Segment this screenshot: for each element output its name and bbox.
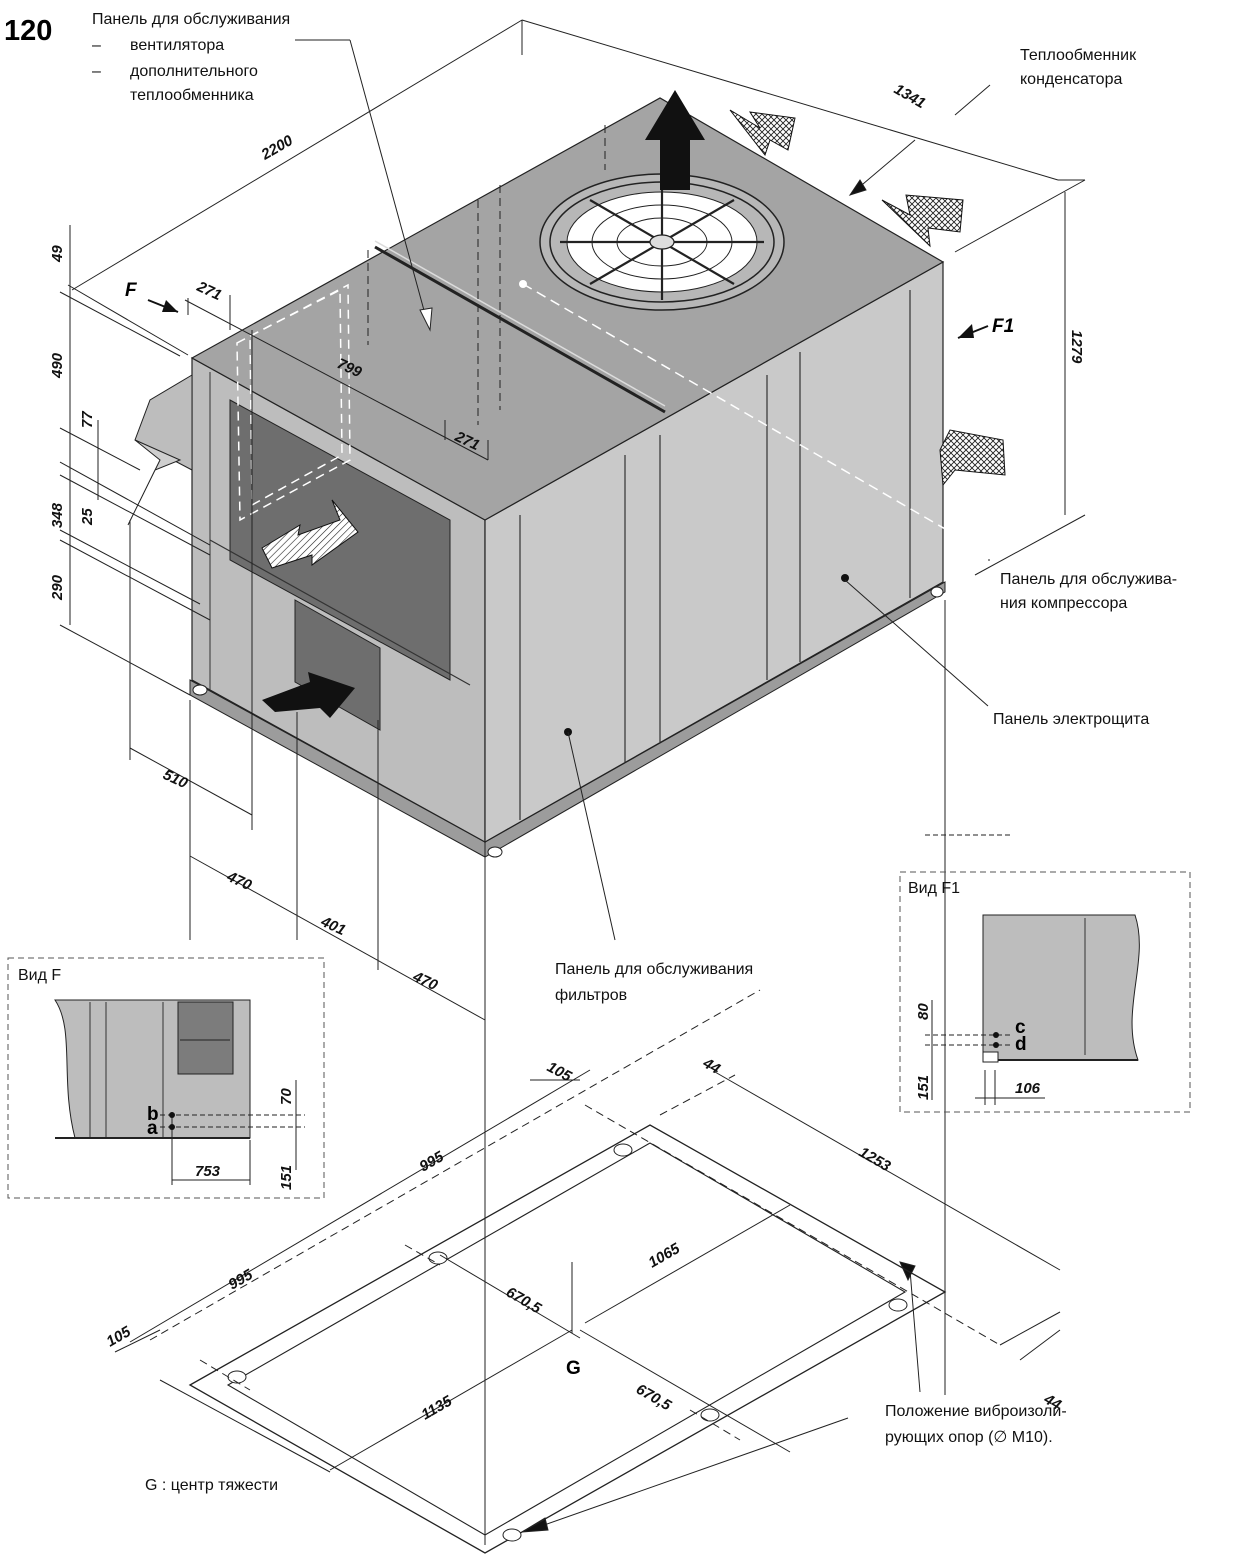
return-outlet-arrow [262,672,355,718]
dim-470-a: 470 [223,868,254,895]
dim-105-b: 105 [104,1323,135,1351]
dim-348: 348 [49,502,66,528]
dimension-lines [59,19,1086,1545]
view-f1-title: Вид F1 [908,880,960,897]
view-f1-inset [899,834,1191,1113]
point-a: a [147,1118,158,1139]
dim-25: 25 [79,508,96,526]
dim-44-a: 44 [699,1054,723,1078]
dim-670-a: 670,5 [503,1284,545,1318]
gravity-center-label: G : центр тяжести [145,1477,278,1494]
dim-401: 401 [317,913,348,939]
point-c: c [1015,1017,1026,1038]
point-d: d [1015,1034,1027,1055]
mounts-label-2: рующих опор (∅ M10). [885,1429,1053,1446]
dim-77: 77 [79,411,96,428]
g-marker: G [566,1358,581,1379]
callout-text: Панель для обслуживания – вентилятора – … [92,11,1177,1494]
dim-151-f: 151 [278,1165,295,1190]
inlet-arrows [729,109,1006,487]
view-f1-arrow-label: F1 [992,316,1014,337]
fan-panel-title: Панель для обслуживания [92,11,290,28]
supply-inlet-arrow [261,499,359,569]
airflow-up-arrow [645,90,705,190]
dim-1253: 1253 [856,1144,894,1176]
filter-label-1: Панель для обслуживания [555,961,753,978]
filter-service-window [294,599,381,731]
dim-80: 80 [915,1003,932,1020]
top-ridge [374,245,666,414]
dim-670-b: 670,5 [633,1381,675,1415]
point-b: b [147,1104,159,1125]
dim-290: 290 [49,574,66,601]
dim-1065: 1065 [646,1240,684,1272]
dim-44-b: 44 [1040,1390,1064,1414]
list-dash: – [92,37,101,54]
mounts-label-1: Положение виброизоли- [885,1403,1067,1420]
dim-470-b: 470 [409,968,440,995]
filter-label-2: фильтров [555,987,627,1004]
dim-70: 70 [278,1088,295,1105]
dim-1341: 1341 [891,81,928,112]
compressor-label-2: ния компрессора [1000,595,1127,612]
compressor-label-1: Панель для обслужива- [1000,571,1177,588]
electric-panel-label: Панель электрощита [993,711,1149,728]
condenser-fan [539,173,785,311]
dim-490: 490 [49,352,66,379]
fan-panel-item1: вентилятора [130,37,224,54]
fan-panel-item2b: теплообменника [130,87,254,104]
dim-995-a: 995 [417,1148,448,1176]
dim-106: 106 [1015,1080,1041,1097]
dim-1135: 1135 [419,1392,456,1423]
view-f-inset [7,957,325,1199]
dim-1279: 1279 [1068,330,1085,364]
dim-753: 753 [195,1163,221,1180]
list-dash: – [92,63,101,80]
view-arrows [147,299,989,339]
view-f-arrow-label: F [125,280,138,301]
view-f-title: Вид F [18,967,61,984]
dim-151-f1: 151 [915,1075,932,1100]
dim-49: 49 [49,245,66,263]
base-footprint [114,989,1061,1554]
dim-271-a: 271 [193,278,224,304]
condenser-label-2: конденсатора [1020,71,1122,88]
dim-510: 510 [160,766,190,792]
inset-text: Вид F b a 753 70 151 Вид F1 c d 80 151 1… [18,880,1041,1190]
figure-number: 120 [4,15,52,47]
condenser-label-1: Теплообменник [1020,47,1137,64]
fan-panel-item2: дополнительного [130,63,258,80]
